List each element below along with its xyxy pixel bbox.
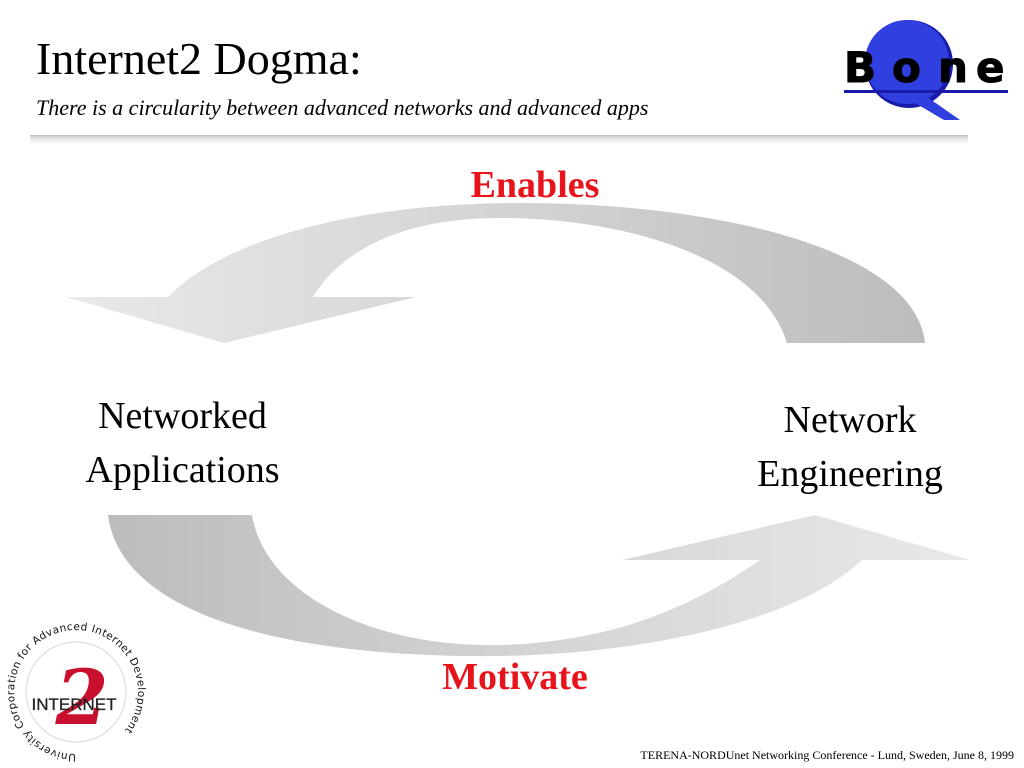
footer-text: TERENA-NORDUnet Networking Conference - … [640, 748, 1014, 762]
slide-subtitle: There is a circularity between advanced … [36, 95, 649, 120]
networked-applications-node: Networked Applications [40, 389, 325, 497]
qbone-letter-b: B [844, 43, 876, 92]
internet2-logo: University Corporation for Advanced Inte… [5, 621, 147, 763]
qbone-letter-e: e [976, 43, 1005, 92]
qbone-underline [844, 90, 1008, 93]
qbone-letter-n: n [938, 43, 968, 92]
node-left-line-1: Networked [98, 395, 267, 437]
motivate-label: Motivate [442, 656, 588, 698]
qbone-letter-o: o [892, 43, 921, 92]
qbone-q-mark [865, 20, 960, 120]
node-right-line-2: Engineering [757, 453, 943, 495]
network-engineering-node: Network Engineering [715, 393, 985, 501]
enables-label: Enables [470, 164, 600, 206]
seal-wordmark: INTERNET [32, 695, 117, 714]
title-divider [30, 135, 968, 145]
node-left-line-2: Applications [85, 449, 280, 491]
motivate-arrow [108, 515, 970, 657]
enables-arrow [66, 203, 925, 343]
slide-title: Internet2 Dogma: [36, 33, 362, 84]
node-right-line-1: Network [783, 399, 917, 441]
qbone-logo: B o n e [844, 20, 1008, 120]
seal-inner-ring [25, 641, 127, 743]
seal-numeral: 2 [55, 653, 109, 742]
